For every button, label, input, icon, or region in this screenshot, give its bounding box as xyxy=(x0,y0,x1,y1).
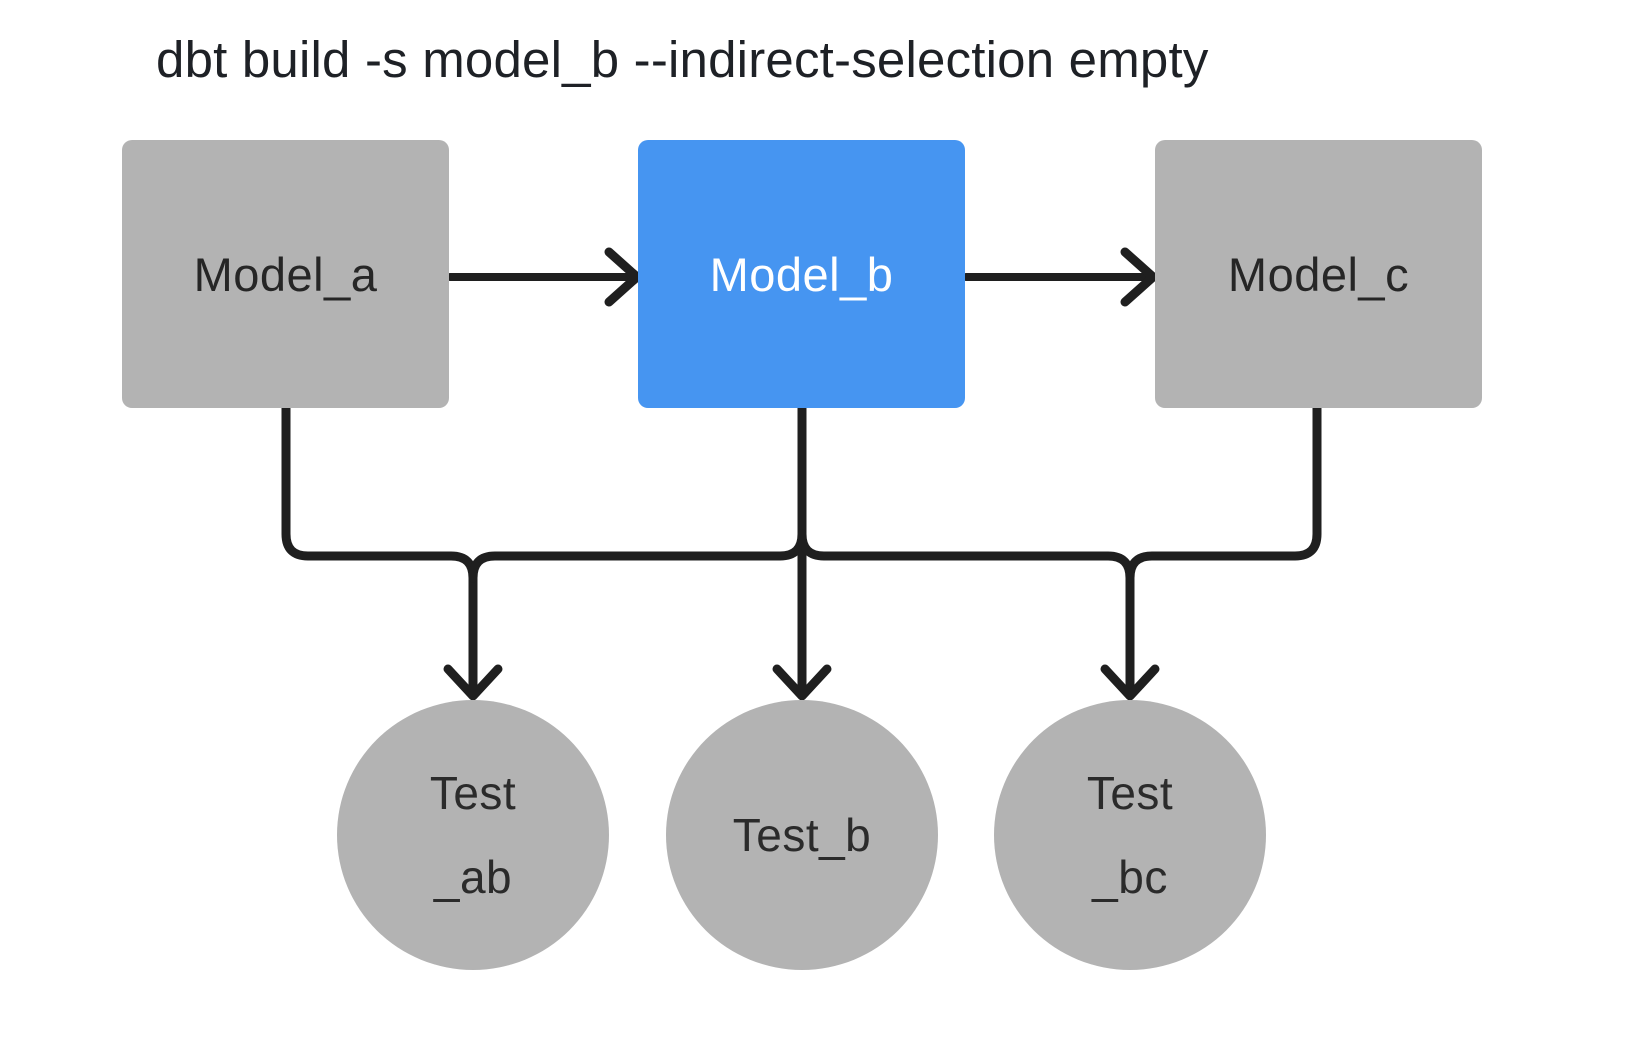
test-ab-label-line-2: _ab xyxy=(433,851,513,903)
arrowhead-model-c-icon xyxy=(1120,247,1158,307)
test-b-label: Test_b xyxy=(732,809,872,861)
test-node-bc: Test _bc xyxy=(994,700,1266,970)
edge-model-c-test-bc xyxy=(1125,403,1322,583)
model-a-label: Model_a xyxy=(193,247,378,301)
model-node-b-selected: Model_b xyxy=(638,140,965,408)
arrowhead-test-b-icon xyxy=(772,664,832,701)
test-ab-label-line-1: Test xyxy=(429,767,517,819)
model-c-label: Model_c xyxy=(1227,247,1410,301)
edge-model-b-test-bc xyxy=(797,529,1135,696)
page-title: dbt build -s model_b --indirect-selectio… xyxy=(156,31,1209,88)
arrowhead-model-b-icon xyxy=(604,247,642,307)
edge-model-a-test-ab xyxy=(281,403,478,696)
test-node-b: Test_b xyxy=(666,700,938,970)
edge-model-b-test-ab xyxy=(468,529,807,583)
test-node-ab: Test _ab xyxy=(337,700,609,970)
test-bc-label-line-2: _bc xyxy=(1092,851,1168,903)
model-b-label: Model_b xyxy=(709,247,894,301)
arrowhead-test-ab-icon xyxy=(443,664,503,701)
model-node-c: Model_c xyxy=(1155,140,1482,408)
arrowhead-test-bc-icon xyxy=(1100,664,1160,701)
model-node-a: Model_a xyxy=(122,140,449,408)
test-bc-label-line-1: Test xyxy=(1086,767,1174,819)
